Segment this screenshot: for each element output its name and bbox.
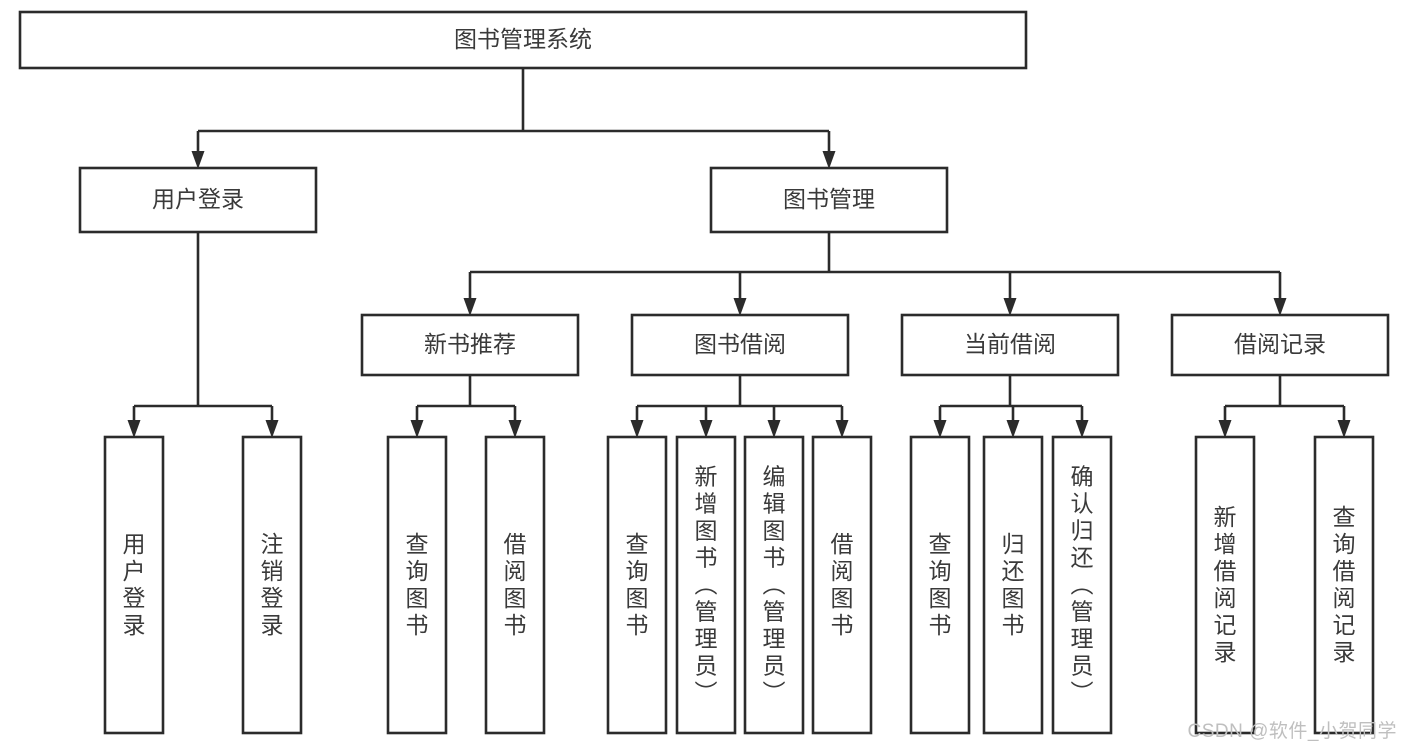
node-box-root — [18, 10, 1028, 70]
node-box-borrow-record — [1170, 313, 1390, 377]
node-box-leaf-borrow-book-1 — [484, 435, 546, 735]
arrow-head-borrow-record — [1273, 298, 1287, 316]
node-box-leaf-add-borrow-record — [1194, 435, 1256, 735]
node-label-leaf-edit-book-admin: 编辑图书︵管理员︶ — [763, 464, 786, 706]
node-label-leaf-user-logout: 注销登录 — [261, 531, 284, 638]
node-box-leaf-query-book-3 — [909, 435, 971, 735]
arrow-head-current-borrow — [1003, 298, 1017, 316]
arrow-head-leaf-user-logout — [265, 420, 279, 438]
node-label-new-book-rec: 新书推荐 — [424, 331, 516, 357]
node-box-leaf-user-logout — [241, 435, 303, 735]
arrow-head-leaf-query-book-2 — [630, 420, 644, 438]
node-label-root: 图书管理系统 — [454, 26, 592, 52]
node-box-leaf-query-book-1 — [386, 435, 448, 735]
node-box-leaf-add-book-admin — [675, 435, 737, 735]
arrow-head-leaf-query-borrow-record — [1337, 420, 1351, 438]
node-leaf-query-borrow-record[interactable]: 查询借阅记录 — [1313, 435, 1375, 735]
node-label-book-borrow: 图书借阅 — [694, 331, 786, 357]
node-label-leaf-query-book-1: 查询图书 — [406, 531, 429, 638]
node-leaf-query-book-1[interactable]: 查询图书 — [386, 435, 448, 735]
node-box-leaf-edit-book-admin — [743, 435, 805, 735]
arrow-head-leaf-query-book-3 — [933, 420, 947, 438]
node-box-new-book-rec — [360, 313, 580, 377]
arrow-head-leaf-borrow-book-1 — [508, 420, 522, 438]
arrow-head-leaf-edit-book-admin — [767, 420, 781, 438]
node-leaf-query-book-2[interactable]: 查询图书 — [606, 435, 668, 735]
node-leaf-edit-book-admin[interactable]: 编辑图书︵管理员︶ — [743, 435, 805, 735]
arrow-head-user-login — [191, 151, 205, 169]
node-box-leaf-user-login — [103, 435, 165, 735]
node-label-leaf-confirm-return-admin: 确认归还︵管理员︶ — [1071, 464, 1094, 706]
watermark-label: CSDN @软件_小贺同学 — [1187, 721, 1397, 742]
arrow-head-leaf-add-book-admin — [699, 420, 713, 438]
node-label-user-login: 用户登录 — [152, 186, 244, 212]
arrow-head-leaf-borrow-book-2 — [835, 420, 849, 438]
node-leaf-user-logout[interactable]: 注销登录 — [241, 435, 303, 735]
node-label-current-borrow: 当前借阅 — [964, 331, 1056, 357]
node-box-leaf-query-borrow-record — [1313, 435, 1375, 735]
node-box-user-login — [78, 166, 318, 234]
node-label-leaf-query-book-2: 查询图书 — [626, 531, 649, 638]
node-label-leaf-query-borrow-record: 查询借阅记录 — [1333, 504, 1356, 665]
node-leaf-borrow-book-1[interactable]: 借阅图书 — [484, 435, 546, 735]
node-box-leaf-return-book — [982, 435, 1044, 735]
node-layer: 图书管理系统用户登录图书管理新书推荐图书借阅当前借阅借阅记录用户登录注销登录查询… — [18, 10, 1390, 735]
node-box-leaf-borrow-book-2 — [811, 435, 873, 735]
node-label-leaf-query-book-3: 查询图书 — [929, 531, 952, 638]
node-current-borrow[interactable]: 当前借阅 — [900, 313, 1120, 377]
node-label-book-manage: 图书管理 — [783, 186, 875, 212]
node-leaf-return-book[interactable]: 归还图书 — [982, 435, 1044, 735]
arrow-head-book-borrow — [733, 298, 747, 316]
node-box-current-borrow — [900, 313, 1120, 377]
node-box-leaf-confirm-return-admin — [1051, 435, 1113, 735]
node-user-login[interactable]: 用户登录 — [78, 166, 318, 234]
node-box-book-borrow — [630, 313, 850, 377]
node-box-leaf-query-book-2 — [606, 435, 668, 735]
node-new-book-rec[interactable]: 新书推荐 — [360, 313, 580, 377]
arrow-head-leaf-query-book-1 — [410, 420, 424, 438]
arrow-head-book-manage — [822, 151, 836, 169]
node-leaf-confirm-return-admin[interactable]: 确认归还︵管理员︶ — [1051, 435, 1113, 735]
node-label-leaf-add-borrow-record: 新增借阅记录 — [1214, 504, 1237, 665]
node-leaf-add-borrow-record[interactable]: 新增借阅记录 — [1194, 435, 1256, 735]
node-box-book-manage — [709, 166, 949, 234]
node-book-manage[interactable]: 图书管理 — [709, 166, 949, 234]
node-label-leaf-add-book-admin: 新增图书︵管理员︶ — [695, 464, 718, 706]
arrow-head-leaf-add-borrow-record — [1218, 420, 1232, 438]
node-label-leaf-user-login: 用户登录 — [123, 531, 146, 638]
node-label-leaf-borrow-book-2: 借阅图书 — [831, 531, 854, 638]
node-book-borrow[interactable]: 图书借阅 — [630, 313, 850, 377]
node-leaf-query-book-3[interactable]: 查询图书 — [909, 435, 971, 735]
arrow-head-new-book-rec — [463, 298, 477, 316]
arrow-head-leaf-confirm-return-admin — [1075, 420, 1089, 438]
node-leaf-add-book-admin[interactable]: 新增图书︵管理员︶ — [675, 435, 737, 735]
node-borrow-record[interactable]: 借阅记录 — [1170, 313, 1390, 377]
arrow-head-leaf-return-book — [1006, 420, 1020, 438]
node-label-leaf-return-book: 归还图书 — [1002, 531, 1025, 638]
node-label-borrow-record: 借阅记录 — [1234, 331, 1326, 357]
node-label-leaf-borrow-book-1: 借阅图书 — [504, 531, 527, 638]
node-leaf-borrow-book-2[interactable]: 借阅图书 — [811, 435, 873, 735]
node-leaf-user-login[interactable]: 用户登录 — [103, 435, 165, 735]
node-root[interactable]: 图书管理系统 — [18, 10, 1028, 70]
arrow-head-leaf-user-login — [127, 420, 141, 438]
edge-layer — [127, 68, 1351, 438]
